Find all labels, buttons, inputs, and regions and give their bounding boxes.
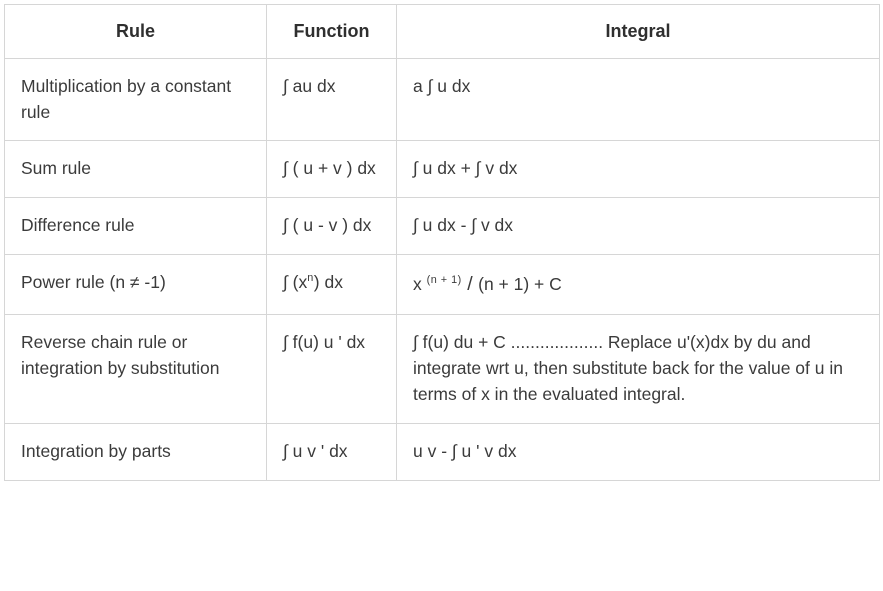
function-cell: ∫ (xn) dx [266, 254, 397, 316]
function-cell: ∫ au dx [266, 57, 397, 142]
integral-base-text: x [413, 274, 427, 295]
integral-trailing-text: (n + 1) + C [478, 274, 562, 295]
function-column-header: Function [266, 4, 397, 59]
table-row: Sum rule ∫ ( u + v ) dx ∫ u dx + ∫ v dx [4, 140, 880, 199]
integral-exponent: (n + 1) [426, 274, 462, 287]
rule-cell: Multiplication by a constant rule [4, 57, 267, 142]
function-cell: ∫ f(u) u ' dx [266, 314, 397, 424]
function-cell: ∫ ( u + v ) dx [266, 140, 397, 199]
rule-cell: Power rule (n ≠ -1) [4, 254, 267, 316]
integral-cell: a ∫ u dx [396, 57, 880, 142]
integral-cell: ∫ u dx + ∫ v dx [396, 140, 880, 199]
integral-cell: x (n + 1) / (n + 1) + C [396, 254, 880, 316]
function-trailing-text: ) dx [313, 272, 343, 293]
table-row: Difference rule ∫ ( u - v ) dx ∫ u dx - … [4, 197, 880, 256]
integral-cell: ∫ f(u) du + C ................... Replac… [396, 314, 880, 424]
integral-column-header: Integral [396, 4, 880, 59]
integral-cell: ∫ u dx - ∫ v dx [396, 197, 880, 256]
header-row: Rule Function Integral [4, 4, 880, 59]
function-exponent: n [307, 272, 314, 285]
rule-cell: Reverse chain rule or integration by sub… [4, 314, 267, 424]
function-cell: ∫ ( u - v ) dx [266, 197, 397, 256]
integration-rules-table: Rule Function Integral Multiplication by… [4, 4, 880, 481]
rule-cell: Sum rule [4, 140, 267, 199]
rule-cell: Integration by parts [4, 422, 267, 481]
function-cell: ∫ u v ' dx [266, 422, 397, 481]
rule-cell: Difference rule [4, 197, 267, 256]
function-base-text: ∫ (x [283, 272, 308, 293]
table-row: Integration by parts ∫ u v ' dx u v - ∫ … [4, 422, 880, 481]
table-row: Multiplication by a constant rule ∫ au d… [4, 57, 880, 142]
rule-column-header: Rule [4, 4, 267, 59]
table-row: Power rule (n ≠ -1) ∫ (xn) dx x (n + 1) … [4, 254, 880, 316]
integral-cell: u v - ∫ u ' v dx [396, 422, 880, 481]
integral-slash: / [461, 273, 479, 296]
table-row: Reverse chain rule or integration by sub… [4, 314, 880, 424]
